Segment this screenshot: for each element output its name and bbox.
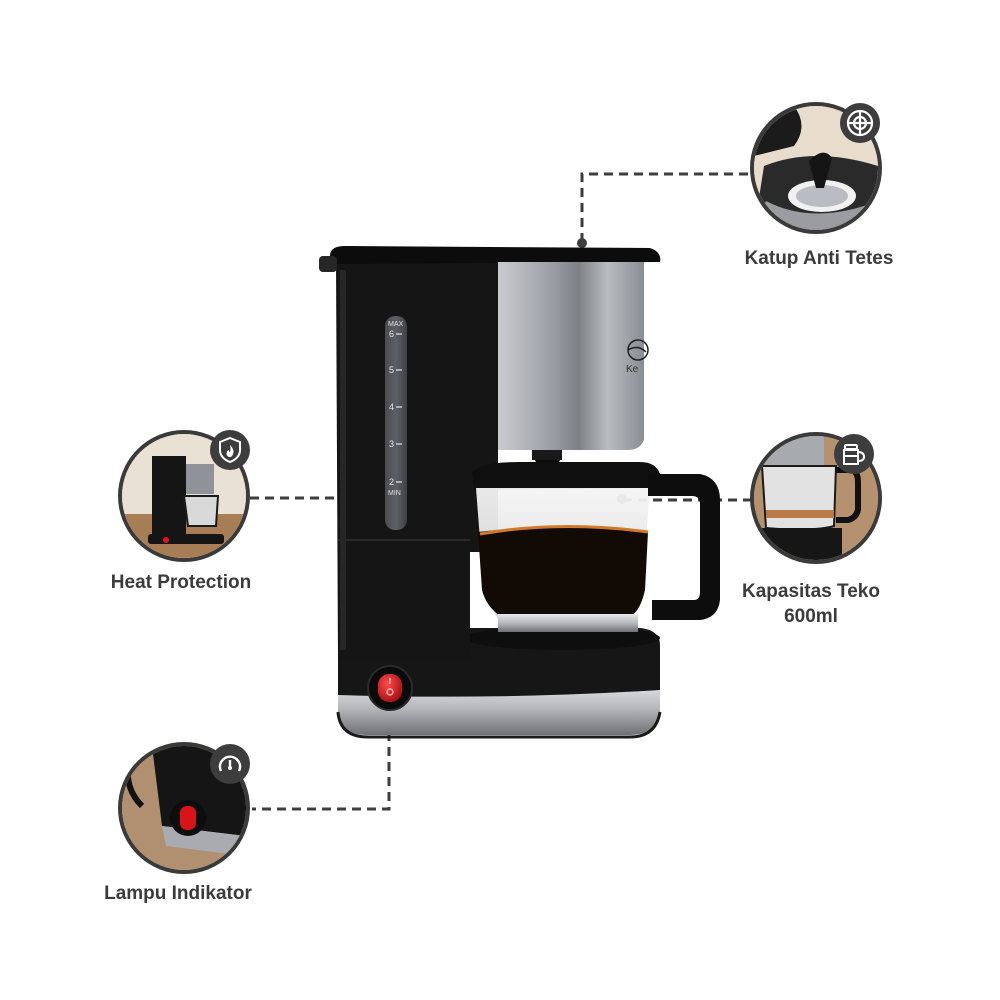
gauge-min-label: MIN [388,490,401,497]
feature-lampu-indikator: Lampu Indikator [104,740,268,910]
carafe-icon [834,434,874,474]
gauge-mark-6: 6 [389,329,394,339]
feature-label: Heat Protection [110,572,252,593]
gauge-mark-5: 5 [389,365,394,375]
brand-logo-icon [627,339,649,361]
gauge-mark-4: 4 [389,402,394,412]
gauge-icon [210,744,250,784]
valve-icon [840,103,880,143]
gauge-mark-3: 3 [389,439,394,449]
brand-text: Ke [626,364,639,375]
feature-label-line-2: 600ml [784,606,838,627]
feature-katup-anti-tetes: Katup Anti Tetes [745,102,898,272]
water-level-gauge: MAX 6 5 4 3 2 MIN [385,316,407,530]
shield-flame-icon [210,430,250,470]
feature-kapasitas-teko: Kapasitas Teko 600ml [742,432,898,632]
feature-label: Lampu Indikator [104,883,252,904]
feature-label: Katup Anti Tetes [744,248,894,269]
power-switch[interactable] [367,665,413,711]
feature-label-line-1: Kapasitas Teko [742,581,880,602]
gauge-mark-2: 2 [389,477,394,487]
feature-heat-protection: Heat Protection [111,428,268,598]
gauge-max-label: MAX [388,321,404,328]
